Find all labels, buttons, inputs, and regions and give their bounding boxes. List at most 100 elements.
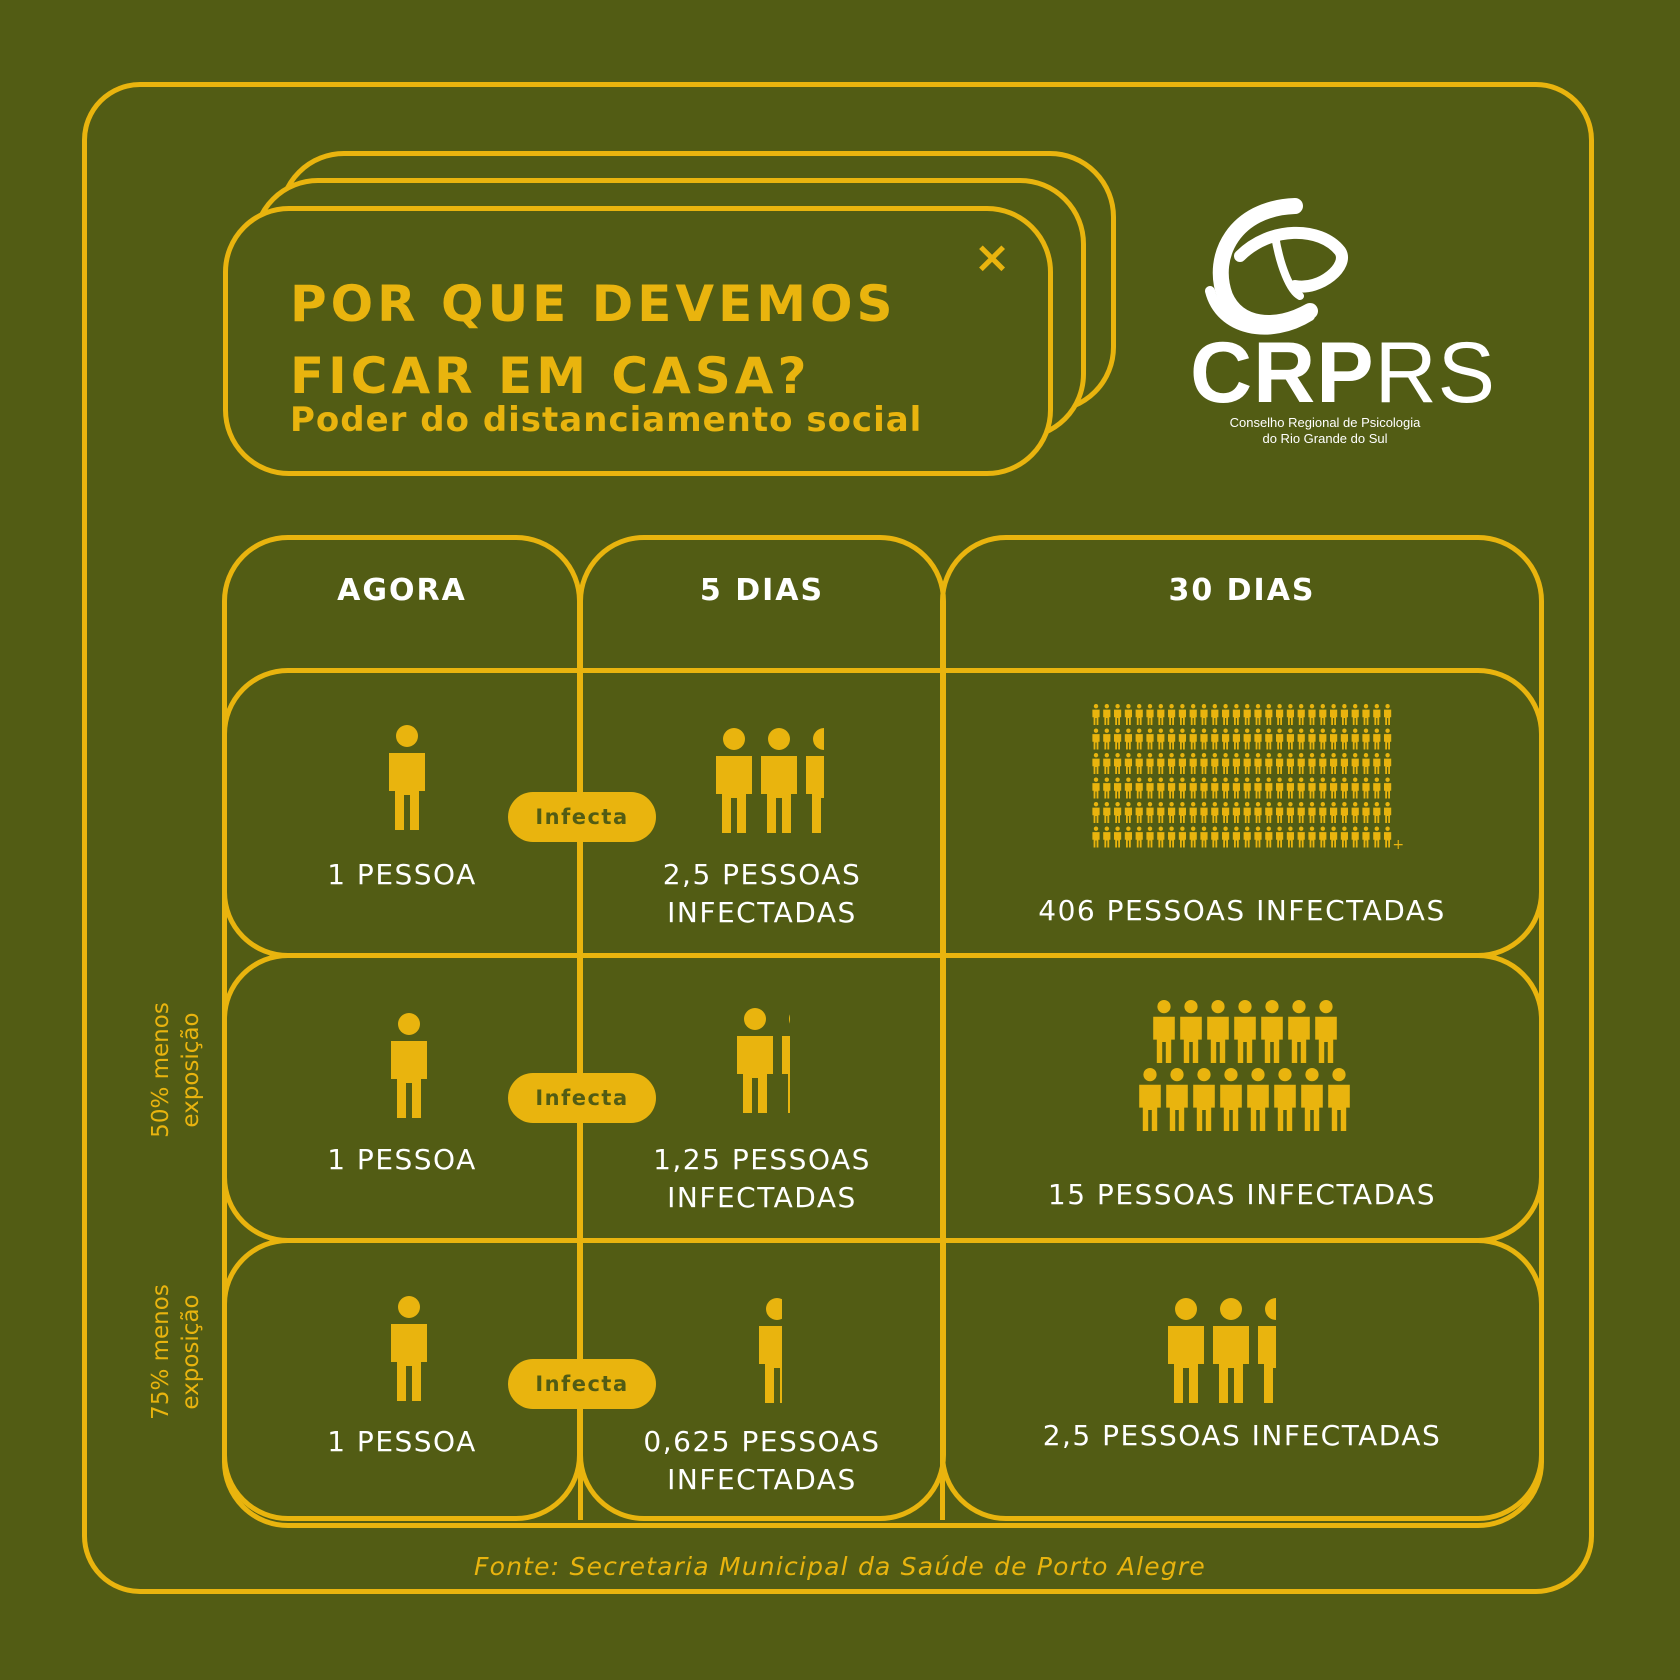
person-icon bbox=[1373, 753, 1381, 774]
person-icon bbox=[1103, 753, 1111, 774]
people-group-5dias-row-2 bbox=[737, 1008, 790, 1113]
person-icon bbox=[1135, 802, 1143, 823]
person-icon bbox=[1286, 753, 1294, 774]
person-icon bbox=[1135, 728, 1143, 750]
person-icon bbox=[1286, 826, 1294, 848]
person-icon bbox=[1103, 802, 1111, 823]
person-icon bbox=[1200, 704, 1208, 725]
person-icon bbox=[1168, 777, 1176, 799]
row-3-side-label: 75% menos exposição bbox=[146, 1242, 210, 1462]
logo-subtitle: Conselho Regional de Psicologia do Rio G… bbox=[1190, 415, 1460, 447]
logo-wordmark: CRPRS bbox=[1190, 330, 1496, 416]
person-icon bbox=[1124, 728, 1132, 750]
person-icon bbox=[1178, 826, 1186, 848]
person-icon bbox=[1373, 704, 1381, 725]
person-icon bbox=[391, 1013, 427, 1118]
person-icon bbox=[1319, 802, 1327, 823]
person-icon bbox=[1319, 753, 1327, 774]
person-icon bbox=[1362, 753, 1370, 774]
outer-frame bbox=[82, 82, 1594, 1594]
person-icon bbox=[1114, 704, 1122, 725]
person-icon bbox=[1351, 728, 1359, 750]
person-icon bbox=[1362, 802, 1370, 823]
person-icon bbox=[1168, 802, 1176, 823]
person-icon bbox=[716, 728, 752, 833]
person-icon bbox=[1220, 1068, 1242, 1131]
row-2-5dias-line-2: INFECTADAS bbox=[667, 1181, 857, 1214]
person-icon bbox=[1254, 753, 1262, 774]
person-icon bbox=[1384, 802, 1392, 823]
person-icon bbox=[1211, 728, 1219, 750]
person-icon bbox=[1276, 777, 1284, 799]
row-1-now-label: 1 PESSOA bbox=[327, 858, 477, 891]
person-icon bbox=[1135, 704, 1143, 725]
person-icon bbox=[1232, 753, 1240, 774]
source-citation: Fonte: Secretaria Municipal da Saúde de … bbox=[474, 1552, 1206, 1581]
person-icon bbox=[1351, 753, 1359, 774]
person-icon bbox=[1168, 1298, 1204, 1403]
person-icon bbox=[389, 725, 425, 830]
person-icon bbox=[1092, 826, 1100, 848]
person-icon bbox=[1373, 728, 1381, 750]
person-icon bbox=[1330, 826, 1338, 848]
person-icon bbox=[1297, 826, 1305, 848]
person-icon bbox=[1254, 704, 1262, 725]
person-icon bbox=[389, 725, 425, 830]
person-icon bbox=[1222, 704, 1230, 725]
person-icon bbox=[1247, 1068, 1269, 1131]
person-icon bbox=[806, 728, 824, 833]
person-icon bbox=[1351, 826, 1359, 848]
person-icon bbox=[1351, 802, 1359, 823]
infect-badge-row-2: Infecta bbox=[508, 1073, 656, 1123]
person-icon bbox=[1193, 1068, 1215, 1131]
title-line-1: POR QUE DEVEMOS bbox=[290, 275, 897, 333]
person-icon bbox=[1135, 826, 1143, 848]
person-icon bbox=[391, 1296, 427, 1401]
row-3-30dias-label: 2,5 PESSOAS INFECTADAS bbox=[1042, 1419, 1442, 1452]
person-icon bbox=[1200, 728, 1208, 750]
person-icon bbox=[1189, 802, 1197, 823]
infect-badge-row-3: Infecta bbox=[508, 1359, 656, 1409]
person-icon bbox=[1286, 728, 1294, 750]
person-icon bbox=[1308, 753, 1316, 774]
person-icon bbox=[1146, 826, 1154, 848]
person-icon bbox=[1114, 826, 1122, 848]
person-icon bbox=[1232, 704, 1240, 725]
person-icon bbox=[1189, 704, 1197, 725]
person-icon bbox=[1315, 1000, 1337, 1063]
person-icon bbox=[1254, 802, 1262, 823]
person-icon bbox=[1232, 777, 1240, 799]
person-icon bbox=[1330, 704, 1338, 725]
column-header-30-dias: 30 DIAS bbox=[1168, 573, 1316, 608]
logo-name-thin: RS bbox=[1374, 325, 1497, 421]
person-icon bbox=[1200, 826, 1208, 848]
person-icon bbox=[1319, 777, 1327, 799]
row-3 bbox=[222, 1238, 1544, 1528]
person-icon bbox=[1276, 826, 1284, 848]
logo-sub-line-2: do Rio Grande do Sul bbox=[1262, 431, 1388, 446]
person-icon bbox=[1288, 1000, 1310, 1063]
person-icon bbox=[1178, 704, 1186, 725]
person-icon bbox=[1265, 777, 1273, 799]
person-icon bbox=[1340, 753, 1348, 774]
person-icon bbox=[1276, 753, 1284, 774]
person-icon bbox=[1384, 704, 1392, 725]
row-3-side-line-2: exposição bbox=[178, 1294, 204, 1410]
close-icon[interactable]: × bbox=[973, 232, 1011, 283]
person-icon bbox=[1168, 704, 1176, 725]
person-icon bbox=[1222, 753, 1230, 774]
person-icon bbox=[1114, 802, 1122, 823]
person-icon bbox=[1114, 753, 1122, 774]
person-icon bbox=[1319, 826, 1327, 848]
person-icon bbox=[1153, 1000, 1175, 1063]
person-icon bbox=[1157, 802, 1165, 823]
person-icon bbox=[1243, 704, 1251, 725]
column-header-5-dias: 5 DIAS bbox=[699, 573, 825, 608]
person-icon bbox=[1319, 704, 1327, 725]
person-icon bbox=[1124, 777, 1132, 799]
row-2-5dias-line-1: 1,25 PESSOAS bbox=[653, 1143, 871, 1176]
person-icon bbox=[1276, 802, 1284, 823]
person-icon bbox=[1168, 753, 1176, 774]
person-icon bbox=[1276, 728, 1284, 750]
person-icon bbox=[1362, 826, 1370, 848]
